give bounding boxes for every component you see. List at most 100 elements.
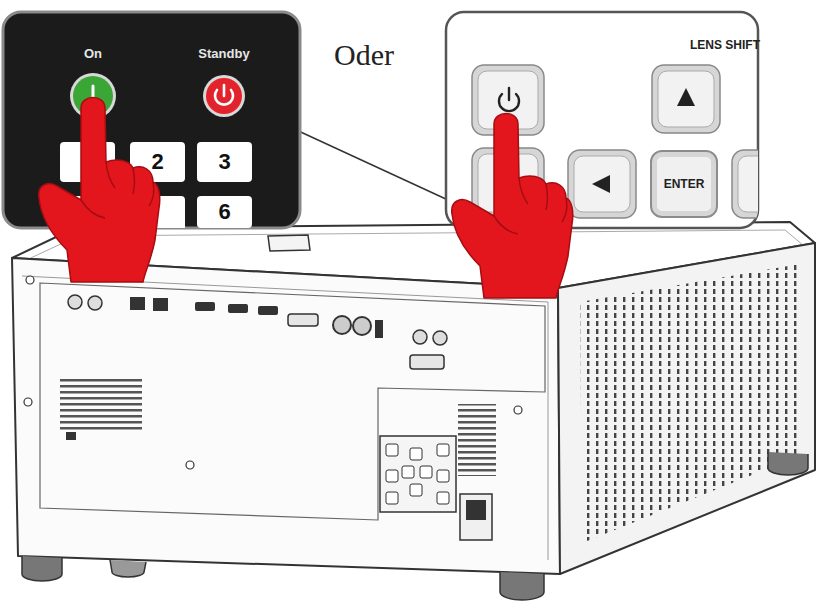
side-grille [580, 264, 800, 543]
key-button: 6 [197, 196, 252, 228]
keypad-keys [652, 65, 720, 133]
button-group-label: LENS SHIFT [690, 38, 760, 52]
feet [22, 452, 808, 600]
connector-panel [433, 331, 447, 345]
button-face [206, 78, 242, 114]
security-slot [66, 432, 76, 440]
left-vent [60, 376, 142, 430]
top-bevel [22, 230, 804, 262]
projector-body [12, 222, 815, 574]
connector-panel [40, 283, 545, 520]
screws [26, 276, 34, 284]
key-label: 2 [151, 149, 163, 175]
key-label: 3 [218, 149, 230, 175]
remote-inset [3, 12, 300, 228]
connector-panel [130, 297, 145, 310]
front-face [12, 258, 560, 574]
feet [768, 452, 808, 475]
keypad-keys [478, 71, 538, 129]
front-trim [22, 276, 548, 560]
top-slot [268, 235, 310, 251]
rear-keypad [402, 466, 414, 478]
rear-keypad [437, 492, 449, 504]
right-vent [458, 404, 496, 476]
power-inlet [460, 494, 492, 540]
rear-keypad [437, 444, 449, 456]
power-symbol [223, 85, 226, 96]
rear-keypad [420, 466, 432, 478]
key-label: 6 [218, 199, 230, 225]
keypad-keys [677, 88, 695, 106]
feet [110, 560, 146, 577]
remote-keys [130, 196, 185, 228]
rear-keypad [386, 492, 398, 504]
connector-panel [68, 295, 82, 309]
rear-keypad [386, 444, 398, 456]
keypad-keys [732, 150, 758, 218]
connector-panel [258, 306, 278, 315]
keypad-keys [472, 65, 544, 135]
remote-keys [60, 196, 115, 228]
on-symbol [92, 86, 95, 106]
rear-keypad [410, 448, 422, 460]
connector-panel [40, 283, 545, 520]
leader-line [292, 128, 448, 200]
screws [24, 398, 32, 406]
remote-button: On [68, 46, 118, 118]
connector-panel [88, 296, 102, 310]
rear-keypad [386, 470, 398, 482]
button-label: Standby [184, 46, 264, 61]
rear-keypad [380, 436, 456, 512]
keypad-keys [472, 65, 758, 218]
key-label: ENTER [664, 177, 705, 191]
connector-panel [375, 320, 383, 338]
power-inlet [466, 500, 486, 520]
power-symbol [215, 85, 233, 105]
keypad-keys [478, 154, 538, 212]
pointing-hand [39, 98, 160, 283]
remote-keys [60, 142, 185, 228]
button-ring [70, 73, 116, 118]
rear-keypad [437, 470, 449, 482]
screws [24, 276, 522, 469]
feet [22, 556, 62, 581]
keypad-inset [446, 12, 792, 228]
side-face [558, 243, 815, 574]
connector-panel [353, 317, 371, 335]
key-button: ENTER [650, 150, 718, 218]
alternative-word: Oder [334, 38, 394, 72]
connector-panel [413, 330, 427, 344]
rear-keypad [380, 436, 456, 512]
screws [514, 406, 522, 414]
power-symbol [499, 88, 519, 111]
key-button: 2 [130, 142, 185, 182]
keypad-keys [574, 156, 630, 212]
keypad-keys [658, 71, 714, 127]
keypad-keys [592, 175, 610, 193]
pointing-hand [452, 114, 573, 299]
keypad-keys [568, 150, 636, 218]
remote-inset [3, 12, 300, 236]
button-face [73, 76, 113, 116]
connector-panel [333, 316, 351, 334]
connector-panel [410, 355, 444, 369]
screws [186, 461, 194, 469]
keypad-keys [472, 148, 544, 218]
key-button: 3 [197, 142, 252, 182]
remote-button: Standby [184, 46, 264, 118]
connector-panel [288, 314, 318, 326]
connector-panel [153, 298, 168, 311]
remote-keys [60, 142, 115, 182]
feet [500, 572, 544, 600]
power-symbol [499, 94, 519, 111]
connector-panel [195, 302, 215, 311]
power-symbol [215, 90, 233, 105]
connector-panel [228, 304, 248, 313]
power-symbol [508, 88, 510, 100]
button-label: On [68, 46, 118, 61]
button-ring [203, 75, 245, 117]
power-inlet [460, 494, 492, 540]
